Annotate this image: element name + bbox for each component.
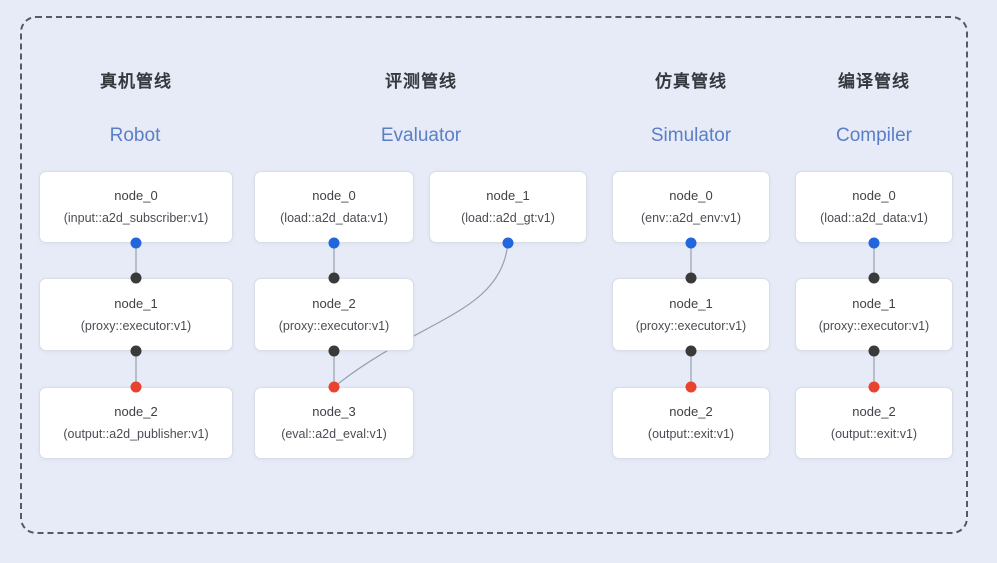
node-name: node_1 xyxy=(852,295,896,311)
node-name: node_3 xyxy=(312,404,356,419)
node-name: node_2 xyxy=(669,404,713,419)
compiler-pipeline-title-zh: 编译管线 xyxy=(838,72,910,91)
compiler-node-0: node_0 (load::a2d_data:v1) xyxy=(795,171,953,243)
wire-eval-n1-n3-curve xyxy=(333,242,509,388)
robot-n2-input-port-icon xyxy=(130,381,142,393)
simulator-n1-output-port-icon xyxy=(685,345,697,357)
node-detail: (load::a2d_gt:v1) xyxy=(461,211,555,225)
node-name: node_0 xyxy=(852,188,896,203)
robot-node-0: node_0 (input::a2d_subscriber:v1) xyxy=(39,171,233,243)
simulator-n1-input-port-icon xyxy=(685,272,697,284)
compiler-pipeline-title-en: Compiler xyxy=(835,125,913,146)
robot-pipeline-title-en: Robot xyxy=(109,125,161,146)
node-detail: (output::exit:v1) xyxy=(830,427,918,441)
node-name: node_2 xyxy=(312,295,356,311)
node-detail: (output::exit:v1) xyxy=(647,427,735,441)
node-name: node_0 xyxy=(312,188,356,203)
simulator-node-2: node_2 (output::exit:v1) xyxy=(612,387,770,459)
simulator-pipeline-title-zh: 仿真管线 xyxy=(655,72,727,91)
evaluator-node-2: node_2 (proxy::executor:v1) xyxy=(254,278,414,351)
simulator-node-1: node_1 (proxy::executor:v1) xyxy=(612,278,770,351)
compiler-n2-input-port-icon xyxy=(868,381,880,393)
robot-n1-output-port-icon xyxy=(130,345,142,357)
evaluator-n1-output-port-icon xyxy=(502,237,514,249)
evaluator-n2-output-port-icon xyxy=(328,345,340,357)
evaluator-pipeline-title-zh: 评测管线 xyxy=(385,72,457,91)
node-name: node_1 xyxy=(114,295,158,311)
node-detail: (env::a2d_env:v1) xyxy=(640,211,742,225)
evaluator-n0-output-port-icon xyxy=(328,237,340,249)
simulator-n2-input-port-icon xyxy=(685,381,697,393)
evaluator-n3-input-port-icon xyxy=(328,381,340,393)
node-name: node_0 xyxy=(114,188,158,203)
node-name: node_2 xyxy=(852,404,896,419)
node-detail: (output::a2d_publisher:v1) xyxy=(63,427,209,441)
node-detail: (load::a2d_data:v1) xyxy=(820,211,928,225)
node-name: node_1 xyxy=(486,188,530,203)
simulator-node-0: node_0 (env::a2d_env:v1) xyxy=(612,171,770,243)
robot-node-1: node_1 (proxy::executor:v1) xyxy=(39,278,233,351)
robot-n1-input-port-icon xyxy=(130,272,142,284)
node-detail: (proxy::executor:v1) xyxy=(818,318,930,333)
compiler-n1-input-port-icon xyxy=(868,272,880,284)
node-name: node_1 xyxy=(669,295,713,311)
compiler-n1-output-port-icon xyxy=(868,345,880,357)
robot-pipeline-title-zh: 真机管线 xyxy=(100,72,172,91)
robot-node-2: node_2 (output::a2d_publisher:v1) xyxy=(39,387,233,459)
node-detail: (proxy::executor:v1) xyxy=(80,318,192,333)
simulator-n0-output-port-icon xyxy=(685,237,697,249)
compiler-node-2: node_2 (output::exit:v1) xyxy=(795,387,953,459)
evaluator-node-3: node_3 (eval::a2d_eval:v1) xyxy=(254,387,414,459)
node-detail: (load::a2d_data:v1) xyxy=(280,211,388,225)
simulator-pipeline-title-en: Simulator xyxy=(650,125,732,146)
evaluator-node-1: node_1 (load::a2d_gt:v1) xyxy=(429,171,587,243)
evaluator-n2-input-port-icon xyxy=(328,272,340,284)
evaluator-pipeline-title-en: Evaluator xyxy=(380,125,462,146)
evaluator-node-0: node_0 (load::a2d_data:v1) xyxy=(254,171,414,243)
robot-n0-output-port-icon xyxy=(130,237,142,249)
node-name: node_0 xyxy=(669,188,713,203)
node-detail: (eval::a2d_eval:v1) xyxy=(281,427,387,441)
compiler-node-1: node_1 (proxy::executor:v1) xyxy=(795,278,953,351)
node-name: node_2 xyxy=(114,404,158,419)
compiler-n0-output-port-icon xyxy=(868,237,880,249)
node-detail: (proxy::executor:v1) xyxy=(278,318,390,333)
node-detail: (proxy::executor:v1) xyxy=(635,318,747,333)
diagram-dashed-border xyxy=(20,16,968,534)
node-detail: (input::a2d_subscriber:v1) xyxy=(63,211,209,225)
